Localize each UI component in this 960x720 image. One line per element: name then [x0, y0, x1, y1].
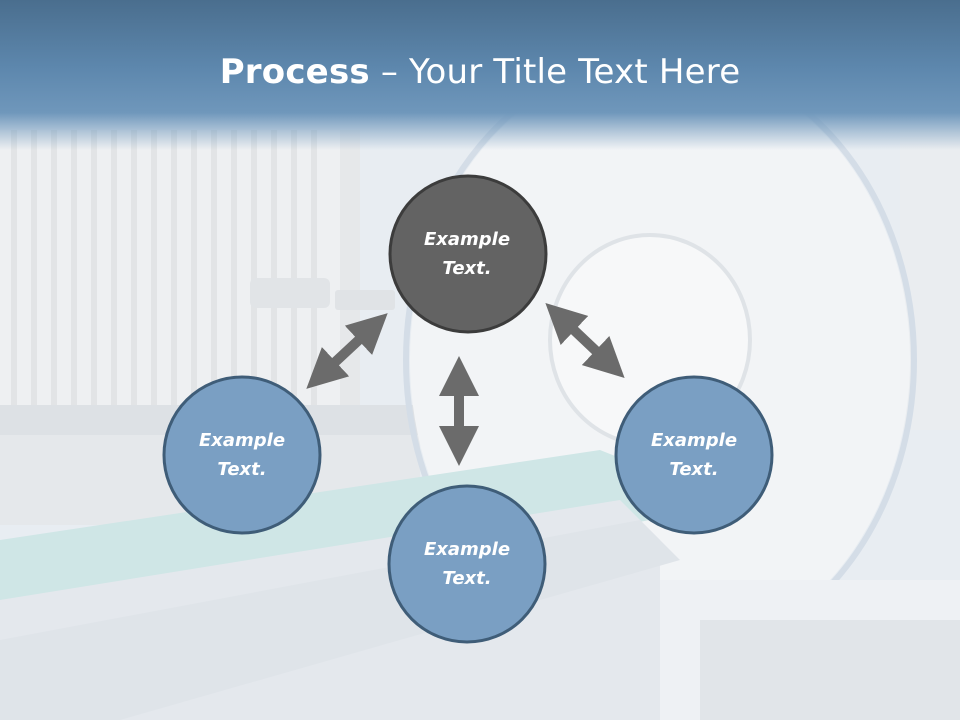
node-bottom-line1: Example [423, 539, 511, 560]
node-top-line1: Example [423, 229, 511, 250]
node-left-line1: Example [198, 430, 286, 451]
slide-title: Process – Your Title Text Here [0, 52, 960, 92]
title-rest-part: – Your Title Text Here [369, 52, 741, 92]
node-bottom-line2: Text. [442, 568, 492, 589]
node-left-circle[interactable] [162, 375, 322, 535]
node-bottom-label: Example Text. [389, 535, 545, 593]
node-right-line2: Text. [669, 459, 719, 480]
node-left-label: Example Text. [164, 426, 320, 484]
title-header-band [0, 0, 960, 150]
node-right-circle[interactable] [614, 375, 774, 535]
node-top-line2: Text. [442, 258, 492, 279]
node-top-circle[interactable] [388, 174, 548, 334]
node-right-label: Example Text. [616, 426, 772, 484]
node-top-label: Example Text. [389, 225, 545, 283]
node-bottom-circle[interactable] [387, 484, 547, 644]
arrow-top-left [306, 313, 388, 389]
arrow-top-right [545, 303, 625, 378]
node-left-line2: Text. [217, 459, 267, 480]
node-right-line1: Example [650, 430, 738, 451]
title-bold-part: Process [219, 52, 370, 92]
